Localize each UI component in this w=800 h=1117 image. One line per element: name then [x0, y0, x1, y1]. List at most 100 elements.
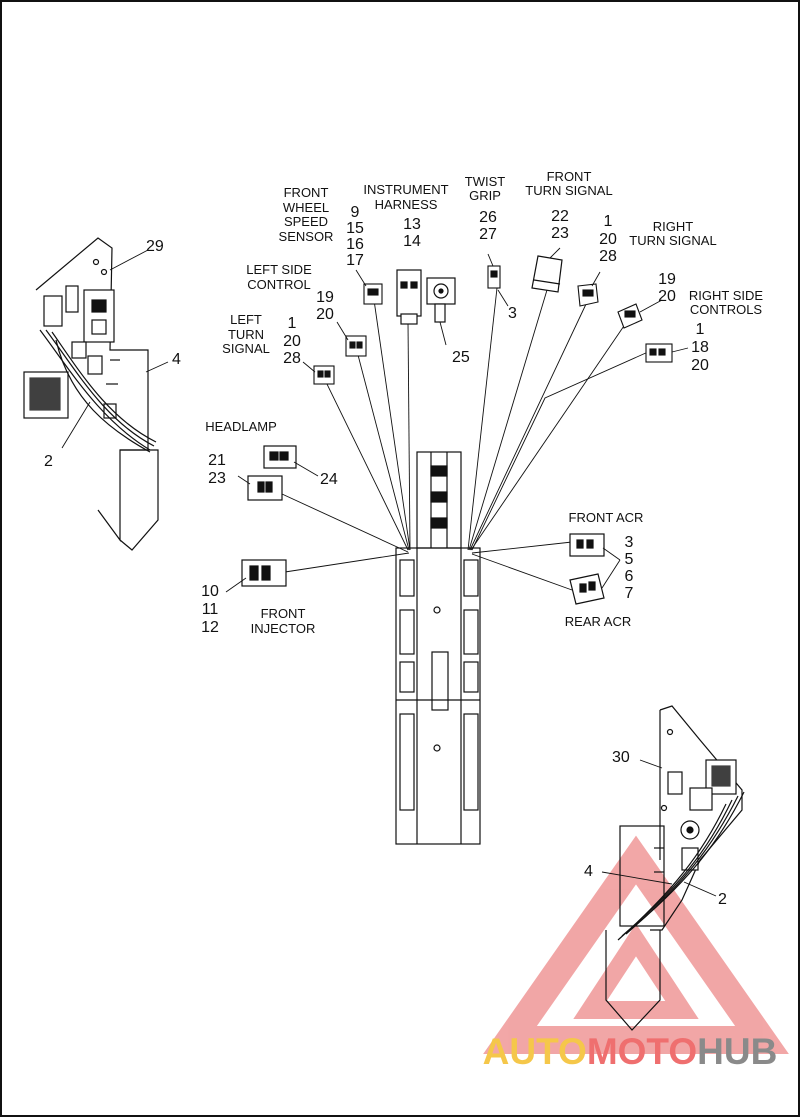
svg-text:13: 13	[403, 216, 421, 233]
left-side-control-label: LEFT SIDE CONTROL	[246, 262, 312, 292]
rear-acr-label: REAR ACR	[565, 614, 631, 629]
svg-text:11: 11	[202, 601, 219, 618]
callout-acr: 3 5 6 7	[625, 534, 634, 602]
right-side-control-a-connector-icon	[617, 303, 643, 329]
svg-text:18: 18	[691, 339, 709, 356]
watermark-part-auto: AUTO	[483, 1031, 587, 1072]
headlamp-connector-a-icon	[263, 445, 297, 469]
svg-text:26: 26	[479, 209, 497, 226]
headlamp-connector-b-icon	[247, 475, 283, 501]
svg-text:23: 23	[551, 225, 569, 242]
svg-text:14: 14	[403, 233, 421, 250]
callout-headlamp: 21 23	[208, 452, 226, 487]
watermark-part-hub: HUB	[697, 1031, 777, 1072]
svg-text:CONTROL: CONTROL	[247, 277, 311, 292]
twist-grip-label: TWIST GRIP	[465, 174, 505, 203]
svg-text:20: 20	[316, 306, 334, 323]
svg-text:RIGHT SIDE: RIGHT SIDE	[689, 288, 763, 303]
svg-text:3: 3	[625, 534, 634, 551]
watermark-logo-icon	[483, 835, 789, 1054]
svg-text:SIGNAL: SIGNAL	[222, 341, 270, 356]
twist-grip-connector-icon	[487, 265, 501, 289]
instrument-harness-label: INSTRUMENT HARNESS	[363, 182, 448, 212]
left-turn-signal-connector-icon	[313, 365, 335, 385]
left-turn-signal-label: LEFT TURN SIGNAL	[222, 312, 270, 356]
front-injector-label: FRONT INJECTOR	[251, 606, 316, 636]
svg-text:1: 1	[604, 213, 613, 230]
svg-text:1: 1	[288, 315, 297, 332]
callout-29: 29	[146, 238, 164, 255]
right-side-control-b-connector-icon	[645, 343, 673, 363]
callout-right-ctrl-a: 19 20	[658, 271, 676, 305]
callout-24: 24	[320, 471, 338, 488]
svg-text:10: 10	[201, 583, 219, 600]
svg-text:FRONT: FRONT	[547, 169, 592, 184]
right-turn-signal-label: RIGHT TURN SIGNAL	[629, 219, 716, 248]
callout-4-left: 4	[172, 351, 181, 368]
svg-text:15: 15	[346, 220, 364, 237]
svg-text:SENSOR: SENSOR	[279, 229, 334, 244]
svg-text:FRONT: FRONT	[284, 185, 329, 200]
right-side-controls-label: RIGHT SIDE CONTROLS	[689, 288, 763, 317]
svg-text:1: 1	[696, 321, 705, 338]
svg-text:CONTROLS: CONTROLS	[690, 302, 763, 317]
svg-text:21: 21	[208, 452, 226, 469]
callout-2-right: 2	[718, 891, 727, 908]
svg-text:TWIST: TWIST	[465, 174, 505, 189]
right-handlebar-inset	[605, 705, 745, 1031]
front-wheel-speed-sensor-label: FRONT WHEEL SPEED SENSOR	[279, 185, 334, 244]
right-turn-signal-connector-icon	[577, 283, 599, 307]
front-turn-signal-connector-icon	[531, 255, 563, 293]
svg-text:HARNESS: HARNESS	[375, 197, 438, 212]
svg-text:LEFT: LEFT	[230, 312, 262, 327]
callout-left-ctrl: 19 20	[316, 289, 334, 323]
rear-acr-connector-icon	[569, 573, 605, 605]
svg-text:19: 19	[658, 271, 676, 288]
wheel-speed-sensor-connector-icon	[363, 283, 383, 305]
front-turn-signal-label: FRONT TURN SIGNAL	[525, 169, 612, 198]
svg-text:17: 17	[346, 252, 364, 269]
callout-3-twist: 3	[508, 305, 517, 322]
svg-text:20: 20	[599, 231, 617, 248]
svg-text:RIGHT: RIGHT	[653, 219, 694, 234]
callout-twist: 26 27	[479, 209, 497, 243]
svg-text:SPEED: SPEED	[284, 214, 328, 229]
svg-text:20: 20	[658, 288, 676, 305]
svg-text:23: 23	[208, 470, 226, 487]
leader-lines	[61, 247, 717, 897]
svg-text:20: 20	[283, 333, 301, 350]
svg-text:7: 7	[625, 585, 634, 602]
svg-text:16: 16	[346, 236, 364, 253]
svg-text:28: 28	[599, 248, 617, 265]
callout-injector: 10 11 12	[201, 583, 219, 636]
svg-text:6: 6	[625, 568, 634, 585]
callout-25: 25	[452, 349, 470, 366]
svg-text:TURN SIGNAL: TURN SIGNAL	[629, 233, 716, 248]
callout-front-turn: 22 23	[551, 208, 569, 242]
front-acr-label: FRONT ACR	[569, 510, 644, 525]
svg-text:WHEEL: WHEEL	[283, 200, 329, 215]
svg-text:FRONT: FRONT	[261, 606, 306, 621]
svg-text:19: 19	[316, 289, 334, 306]
watermark-part-moto: MOTO	[587, 1031, 697, 1072]
callout-2-left: 2	[44, 453, 53, 470]
svg-text:GRIP: GRIP	[469, 188, 501, 203]
svg-text:LEFT SIDE: LEFT SIDE	[246, 262, 312, 277]
svg-text:INJECTOR: INJECTOR	[251, 621, 316, 636]
frame-spine	[395, 451, 481, 845]
callout-instrument: 13 14	[403, 216, 421, 250]
callout-right-turn: 1 20 28	[599, 213, 617, 265]
callout-left-turn: 1 20 28	[283, 315, 301, 367]
svg-text:9: 9	[351, 204, 360, 221]
wire-leads	[281, 287, 649, 591]
item-25-bracket-icon	[426, 277, 456, 323]
headlamp-label: HEADLAMP	[205, 419, 277, 434]
callout-wheel-speed: 9 15 16 17	[346, 204, 364, 269]
svg-text:TURN: TURN	[228, 327, 264, 342]
left-side-control-connector-icon	[345, 335, 367, 357]
svg-text:28: 28	[283, 350, 301, 367]
svg-text:12: 12	[201, 619, 219, 636]
svg-text:20: 20	[691, 357, 709, 374]
front-acr-connector-icon	[569, 533, 605, 557]
